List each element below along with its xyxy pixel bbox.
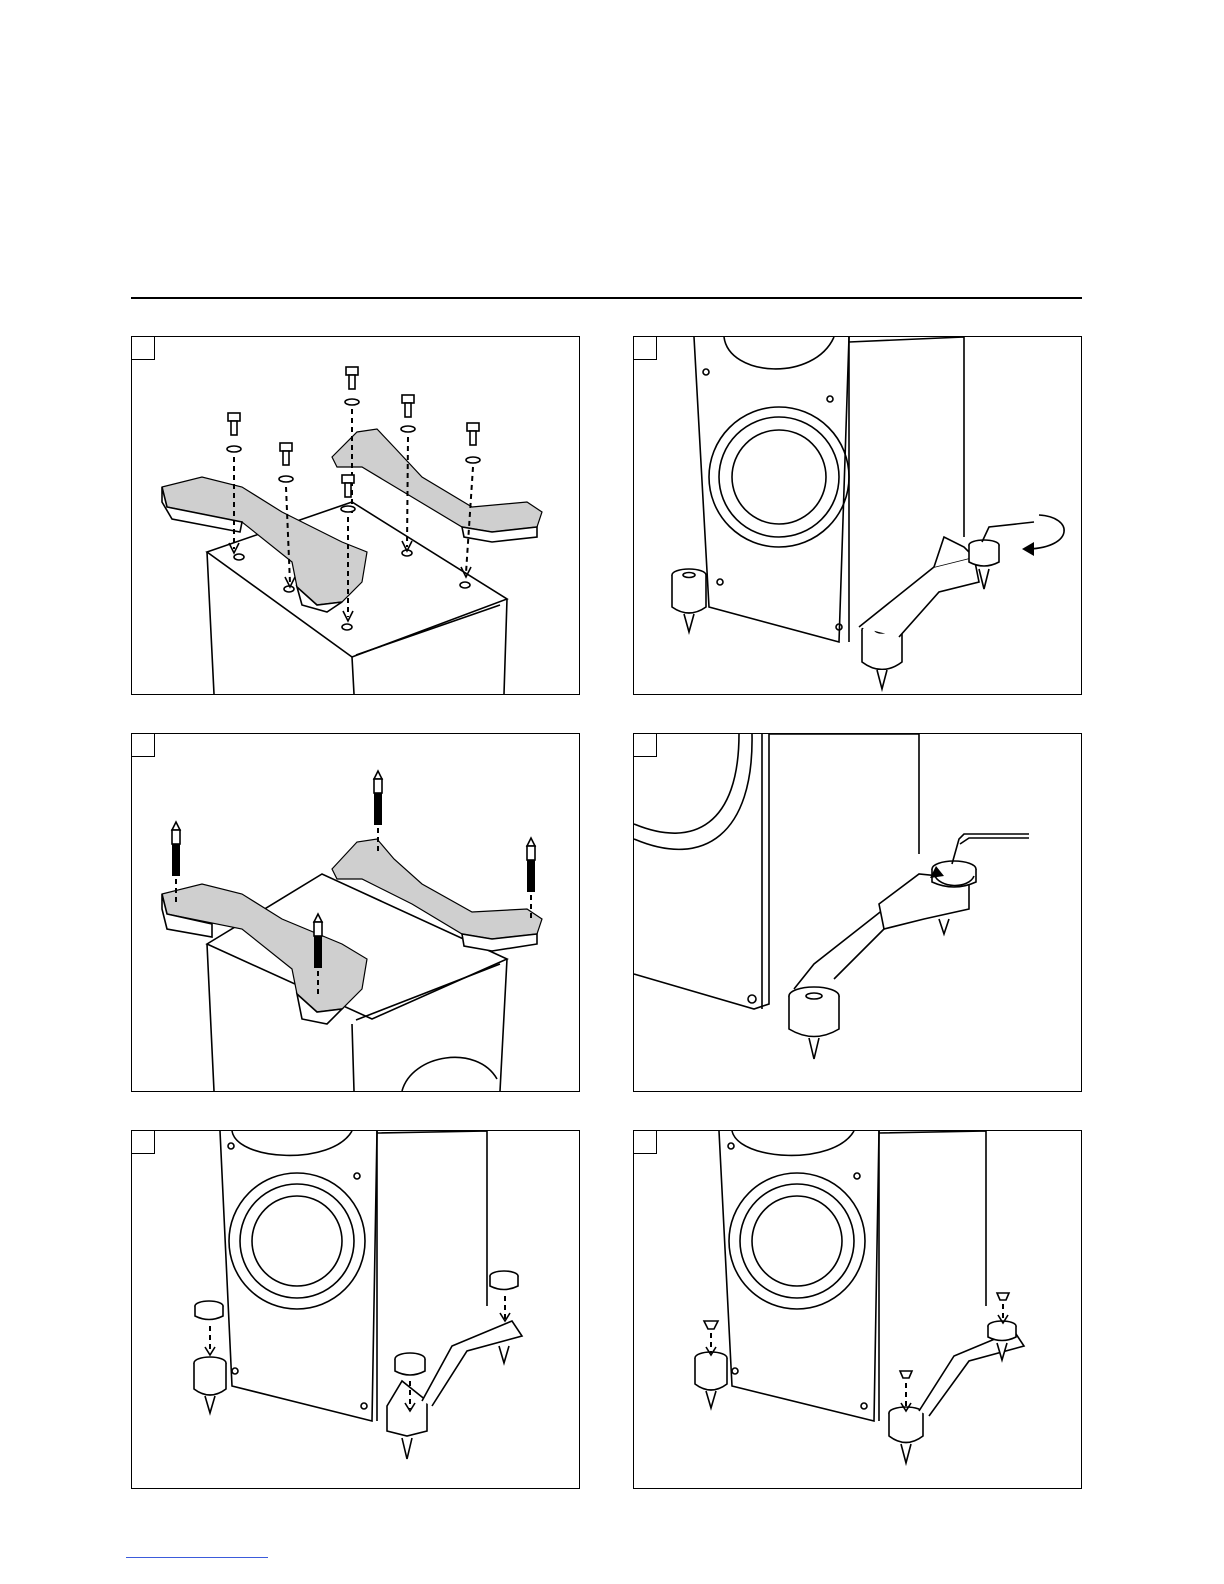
spike-foot-icon	[889, 1371, 923, 1463]
nut-tighten-closeup-illustration	[634, 734, 1081, 1091]
cap-plugs-illustration	[634, 1131, 1081, 1488]
bolt-base-illustration	[132, 337, 579, 694]
step-3-panel	[131, 733, 580, 1092]
step-5-panel	[131, 1130, 580, 1489]
rotate-arrow-icon	[1029, 515, 1064, 549]
step-1-number-box	[132, 337, 155, 360]
header-rule	[131, 297, 1082, 299]
footer-rule	[126, 1557, 268, 1558]
step-4-number-box	[634, 734, 657, 757]
step-3-number-box	[132, 734, 155, 757]
bolt-icon	[461, 423, 480, 577]
spike-foot-icon	[672, 569, 706, 632]
insert-spikes-illustration	[132, 734, 579, 1091]
step-2-panel	[633, 336, 1082, 695]
foot-caps-illustration	[132, 1131, 579, 1488]
hex-key-icon	[982, 522, 1034, 542]
step-2-number-box	[634, 337, 657, 360]
spike-foot-icon	[695, 1321, 727, 1408]
step-1-panel	[131, 336, 580, 695]
spike-foot-icon	[194, 1301, 226, 1413]
step-5-number-box	[132, 1131, 155, 1154]
step-4-panel	[633, 733, 1082, 1092]
hex-key-tighten-illustration	[634, 337, 1081, 694]
spike-foot-icon	[789, 987, 839, 1059]
spike-icon	[527, 838, 535, 919]
step-6-panel	[633, 1130, 1082, 1489]
spike-foot-icon	[387, 1353, 427, 1459]
step-6-number-box	[634, 1131, 657, 1154]
